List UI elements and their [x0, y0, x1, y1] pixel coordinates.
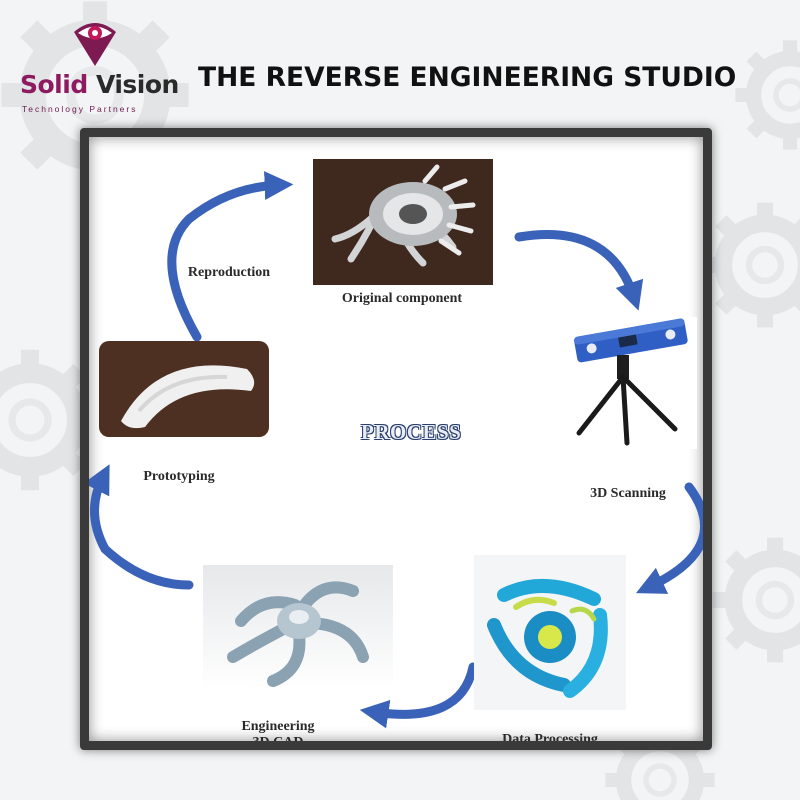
arrow-original-to-scanning: [514, 230, 644, 311]
stage-label-engineering-line2: 3D CAD: [252, 735, 304, 750]
stage-label-prototyping: Prototyping: [143, 469, 215, 484]
stage-label-engineering: Engineering 3D CAD: [228, 719, 328, 750]
cycle-arrows: [89, 171, 703, 729]
process-diagram-frame: Original component 3D Scanning: [80, 128, 712, 750]
data-processing-render: [474, 555, 626, 710]
3d-scanner-photo: [547, 317, 697, 449]
stage-label-reproduction: Reproduction: [187, 265, 271, 280]
arrow-reproduction-to-original: [167, 171, 294, 342]
brand-tagline: Technology Partners: [22, 104, 138, 114]
arrow-scanning-to-processing: [635, 482, 703, 594]
page-title: THE REVERSE ENGINEERING STUDIO: [198, 62, 737, 93]
stage-label-original-component: Original component: [341, 291, 463, 306]
stage-label-engineering-line1: Engineering: [241, 719, 315, 734]
arrow-processing-to-cad: [359, 662, 478, 729]
brand-name: Solid Vision: [20, 70, 179, 99]
brand-name-part1: Solid: [20, 70, 88, 99]
arrow-cad-to-prototyping: [89, 464, 194, 590]
stage-label-3d-scanning: 3D Scanning: [590, 486, 666, 501]
center-process-label: PROCESS: [361, 420, 462, 444]
original-component-photo: [313, 159, 493, 285]
prototyping-photo: [99, 341, 269, 437]
stage-label-data-processing: Data Processing: [502, 732, 598, 747]
company-logo: Solid Vision Technology Partners: [18, 14, 179, 114]
eye-logo-icon: [74, 23, 116, 66]
brand-name-part2: Vision: [95, 70, 179, 99]
engineering-3d-cad-render: [203, 565, 393, 691]
